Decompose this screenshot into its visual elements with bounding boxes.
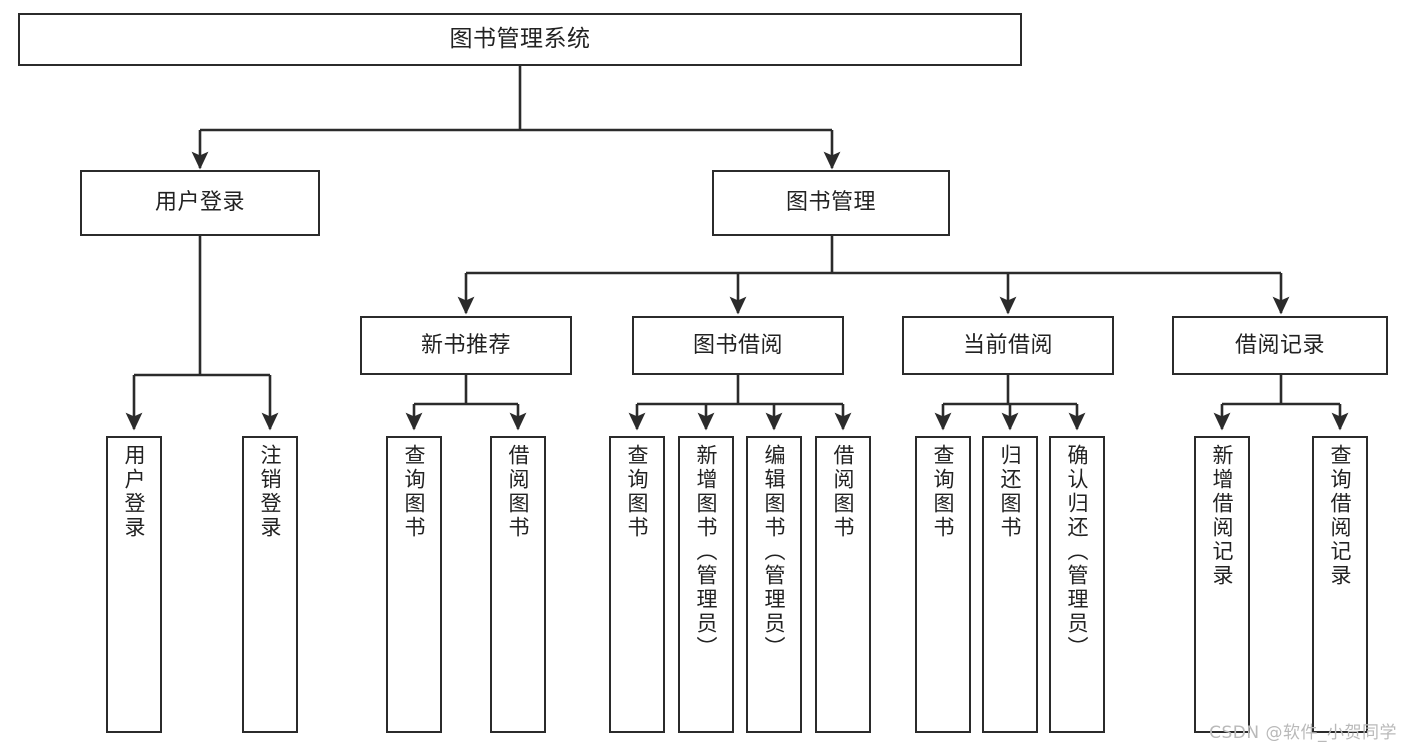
node-leaf-return-book-label: 归还图书 (998, 444, 1023, 540)
node-leaf-add-record[interactable]: 新增借阅记录 (1194, 436, 1250, 733)
node-leaf-return-book[interactable]: 归还图书 (982, 436, 1038, 733)
node-root-system[interactable]: 图书管理系统 (18, 13, 1022, 66)
node-current-borrow-label: 当前借阅 (962, 332, 1053, 358)
node-leaf-query-record-label: 查询借阅记录 (1328, 444, 1353, 588)
node-new-book-recommend-label: 新书推荐 (420, 332, 511, 358)
node-leaf-borrow-book-1[interactable]: 借阅图书 (490, 436, 546, 733)
node-book-borrow[interactable]: 图书借阅 (632, 316, 844, 375)
node-leaf-query-book-2[interactable]: 查询图书 (609, 436, 665, 733)
node-leaf-borrow-book-2-label: 借阅图书 (831, 444, 856, 540)
node-book-manage[interactable]: 图书管理 (712, 170, 950, 236)
node-leaf-borrow-book-1-label: 借阅图书 (506, 444, 531, 540)
node-leaf-query-book-3[interactable]: 查询图书 (915, 436, 971, 733)
node-leaf-edit-book-label: 编辑图书（管理员） (762, 444, 787, 660)
node-leaf-confirm-return-label: 确认归还（管理员） (1065, 444, 1090, 660)
node-new-book-recommend[interactable]: 新书推荐 (360, 316, 572, 375)
node-user-login[interactable]: 用户登录 (80, 170, 320, 236)
node-leaf-user-login[interactable]: 用户登录 (106, 436, 162, 733)
node-book-manage-label: 图书管理 (785, 190, 876, 216)
node-borrow-record[interactable]: 借阅记录 (1172, 316, 1388, 375)
node-leaf-logout[interactable]: 注销登录 (242, 436, 298, 733)
node-current-borrow[interactable]: 当前借阅 (902, 316, 1114, 375)
node-leaf-add-book[interactable]: 新增图书（管理员） (678, 436, 734, 733)
node-leaf-query-book-3-label: 查询图书 (931, 444, 956, 540)
node-leaf-borrow-book-2[interactable]: 借阅图书 (815, 436, 871, 733)
node-leaf-query-book-1[interactable]: 查询图书 (386, 436, 442, 733)
node-leaf-query-book-1-label: 查询图书 (402, 444, 427, 540)
node-leaf-confirm-return[interactable]: 确认归还（管理员） (1049, 436, 1105, 733)
node-leaf-edit-book[interactable]: 编辑图书（管理员） (746, 436, 802, 733)
node-book-borrow-label: 图书借阅 (692, 332, 783, 358)
node-leaf-add-book-label: 新增图书（管理员） (694, 444, 719, 660)
node-root-system-label: 图书管理系统 (449, 25, 591, 52)
node-leaf-logout-label: 注销登录 (258, 444, 283, 540)
node-leaf-query-record[interactable]: 查询借阅记录 (1312, 436, 1368, 733)
node-leaf-query-book-2-label: 查询图书 (625, 444, 650, 540)
csdn-watermark: CSDN @软件_小贺同学 (1209, 723, 1397, 743)
node-leaf-add-record-label: 新增借阅记录 (1210, 444, 1235, 588)
node-user-login-label: 用户登录 (154, 190, 245, 216)
node-leaf-user-login-label: 用户登录 (122, 444, 147, 540)
node-borrow-record-label: 借阅记录 (1234, 332, 1325, 358)
